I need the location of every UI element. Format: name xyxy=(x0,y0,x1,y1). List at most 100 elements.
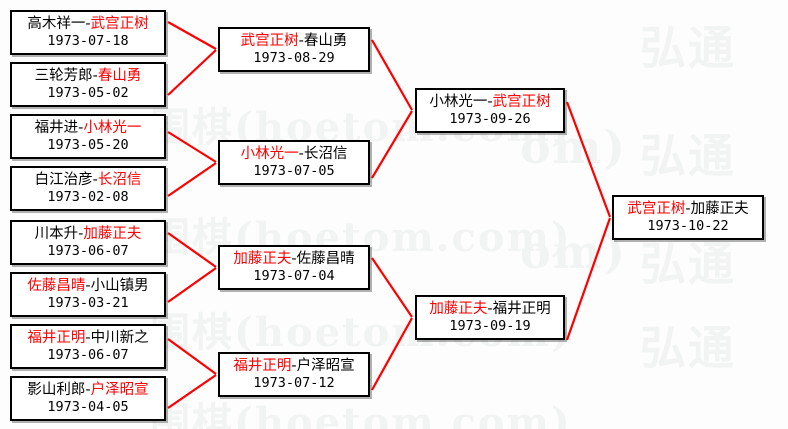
watermark-text: 弘通 xyxy=(640,129,736,183)
player-separator: - xyxy=(298,146,304,162)
connector-line-r2m2-to-r3m1 xyxy=(371,110,413,179)
match-date: 1973-05-20 xyxy=(47,137,129,153)
match-players: 白江治彦-长沼信 xyxy=(35,172,142,189)
player-winner: 加藤正夫 xyxy=(429,301,488,317)
player-winner: 福井正明 xyxy=(233,358,292,374)
player-separator: - xyxy=(291,358,297,374)
match-players: 武宫正树-加藤正夫 xyxy=(627,201,748,218)
player-winner: 武宫正树 xyxy=(492,94,551,110)
player-loser: 中川新之 xyxy=(90,330,149,346)
player-winner: 小林光一 xyxy=(240,146,299,162)
watermark-text: 弘通 xyxy=(640,21,736,75)
match-players: 川本升-加藤正夫 xyxy=(35,226,142,243)
match-date: 1973-05-02 xyxy=(47,85,129,101)
connector-line-r1m5-to-r2m3 xyxy=(167,232,217,268)
match-date: 1973-06-07 xyxy=(47,347,129,363)
match-players: 小林光一-武宫正树 xyxy=(429,94,550,111)
player-loser: 户泽昭宣 xyxy=(296,358,355,374)
connector-line-r2m3-to-r3m2 xyxy=(371,257,413,318)
player-loser: 小山镇男 xyxy=(90,278,149,294)
player-loser: 佐藤昌晴 xyxy=(296,251,355,267)
connector-line-r2m4-to-r3m2 xyxy=(371,317,413,391)
player-separator: - xyxy=(92,68,98,84)
match-date: 1973-03-21 xyxy=(47,295,129,311)
match-date: 1973-04-05 xyxy=(47,399,129,415)
connector-line-r1m3-to-r2m2 xyxy=(167,131,217,163)
match-players: 武宫正树-春山勇 xyxy=(241,33,348,50)
player-loser: 小林光一 xyxy=(429,94,488,110)
connector-line-r1m2-to-r2m1 xyxy=(167,49,217,96)
match-date: 1973-09-19 xyxy=(449,318,531,334)
player-separator: - xyxy=(92,172,98,188)
player-separator: - xyxy=(85,330,91,346)
player-winner: 佐藤昌晴 xyxy=(27,278,86,294)
match-date: 1973-07-12 xyxy=(253,375,335,391)
player-loser: 福井进 xyxy=(34,120,79,136)
watermark-text: 弘通 xyxy=(640,321,736,375)
player-separator: - xyxy=(85,382,91,398)
player-winner: 长沼信 xyxy=(97,172,142,188)
player-winner: 加藤正夫 xyxy=(233,251,292,267)
match-players: 三轮芳郎-春山勇 xyxy=(35,68,142,85)
match-players: 福井正明-户泽昭宣 xyxy=(233,358,354,375)
connector-line-r3m2-to-r4m1 xyxy=(565,217,612,341)
player-winner: 小林光一 xyxy=(83,120,142,136)
connector-line-r2m1-to-r3m1 xyxy=(371,39,413,111)
player-loser: 春山勇 xyxy=(303,33,348,49)
player-loser: 长沼信 xyxy=(303,146,348,162)
match-players: 福井进-小林光一 xyxy=(35,120,142,137)
match-date: 1973-09-26 xyxy=(449,111,531,127)
player-separator: - xyxy=(685,201,691,217)
match-players: 福井正明-中川新之 xyxy=(27,330,148,347)
player-separator: - xyxy=(291,251,297,267)
connector-line-r1m1-to-r2m1 xyxy=(167,21,217,50)
match-date: 1973-10-22 xyxy=(647,218,729,234)
player-loser: 白江治彦 xyxy=(34,172,93,188)
player-separator: - xyxy=(85,16,91,32)
match-players: 佐藤昌晴-小山镇男 xyxy=(27,278,148,295)
player-winner: 武宫正树 xyxy=(240,33,299,49)
player-separator: - xyxy=(487,94,493,110)
player-winner: 武宫正树 xyxy=(627,201,686,217)
match-players: 高木祥一-武宫正树 xyxy=(27,16,148,33)
match-players: 加藤正夫-福井正明 xyxy=(429,301,550,318)
connector-line-r1m8-to-r2m4 xyxy=(167,374,217,409)
match-date: 1973-07-18 xyxy=(47,33,129,49)
match-players: 加藤正夫-佐藤昌晴 xyxy=(233,251,354,268)
match-date: 1973-07-05 xyxy=(253,163,335,179)
player-winner: 武宫正树 xyxy=(90,16,149,32)
match-players: 影山利郎-户泽昭宣 xyxy=(27,382,148,399)
player-separator: - xyxy=(298,33,304,49)
player-loser: 三轮芳郎 xyxy=(34,68,93,84)
connector-line-r3m1-to-r4m1 xyxy=(565,101,612,218)
match-date: 1973-06-07 xyxy=(47,243,129,259)
player-loser: 福井正明 xyxy=(492,301,551,317)
player-winner: 福井正明 xyxy=(27,330,86,346)
player-winner: 户泽昭宣 xyxy=(90,382,149,398)
connector-line-r1m4-to-r2m2 xyxy=(167,162,217,197)
player-loser: 影山利郎 xyxy=(27,382,86,398)
player-separator: - xyxy=(487,301,493,317)
player-loser: 高木祥一 xyxy=(27,16,86,32)
player-separator: - xyxy=(78,226,84,242)
connector-line-r1m7-to-r2m4 xyxy=(167,338,217,375)
player-winner: 加藤正夫 xyxy=(83,226,142,242)
connector-line-r1m6-to-r2m3 xyxy=(167,267,217,303)
player-loser: 加藤正夫 xyxy=(690,201,749,217)
